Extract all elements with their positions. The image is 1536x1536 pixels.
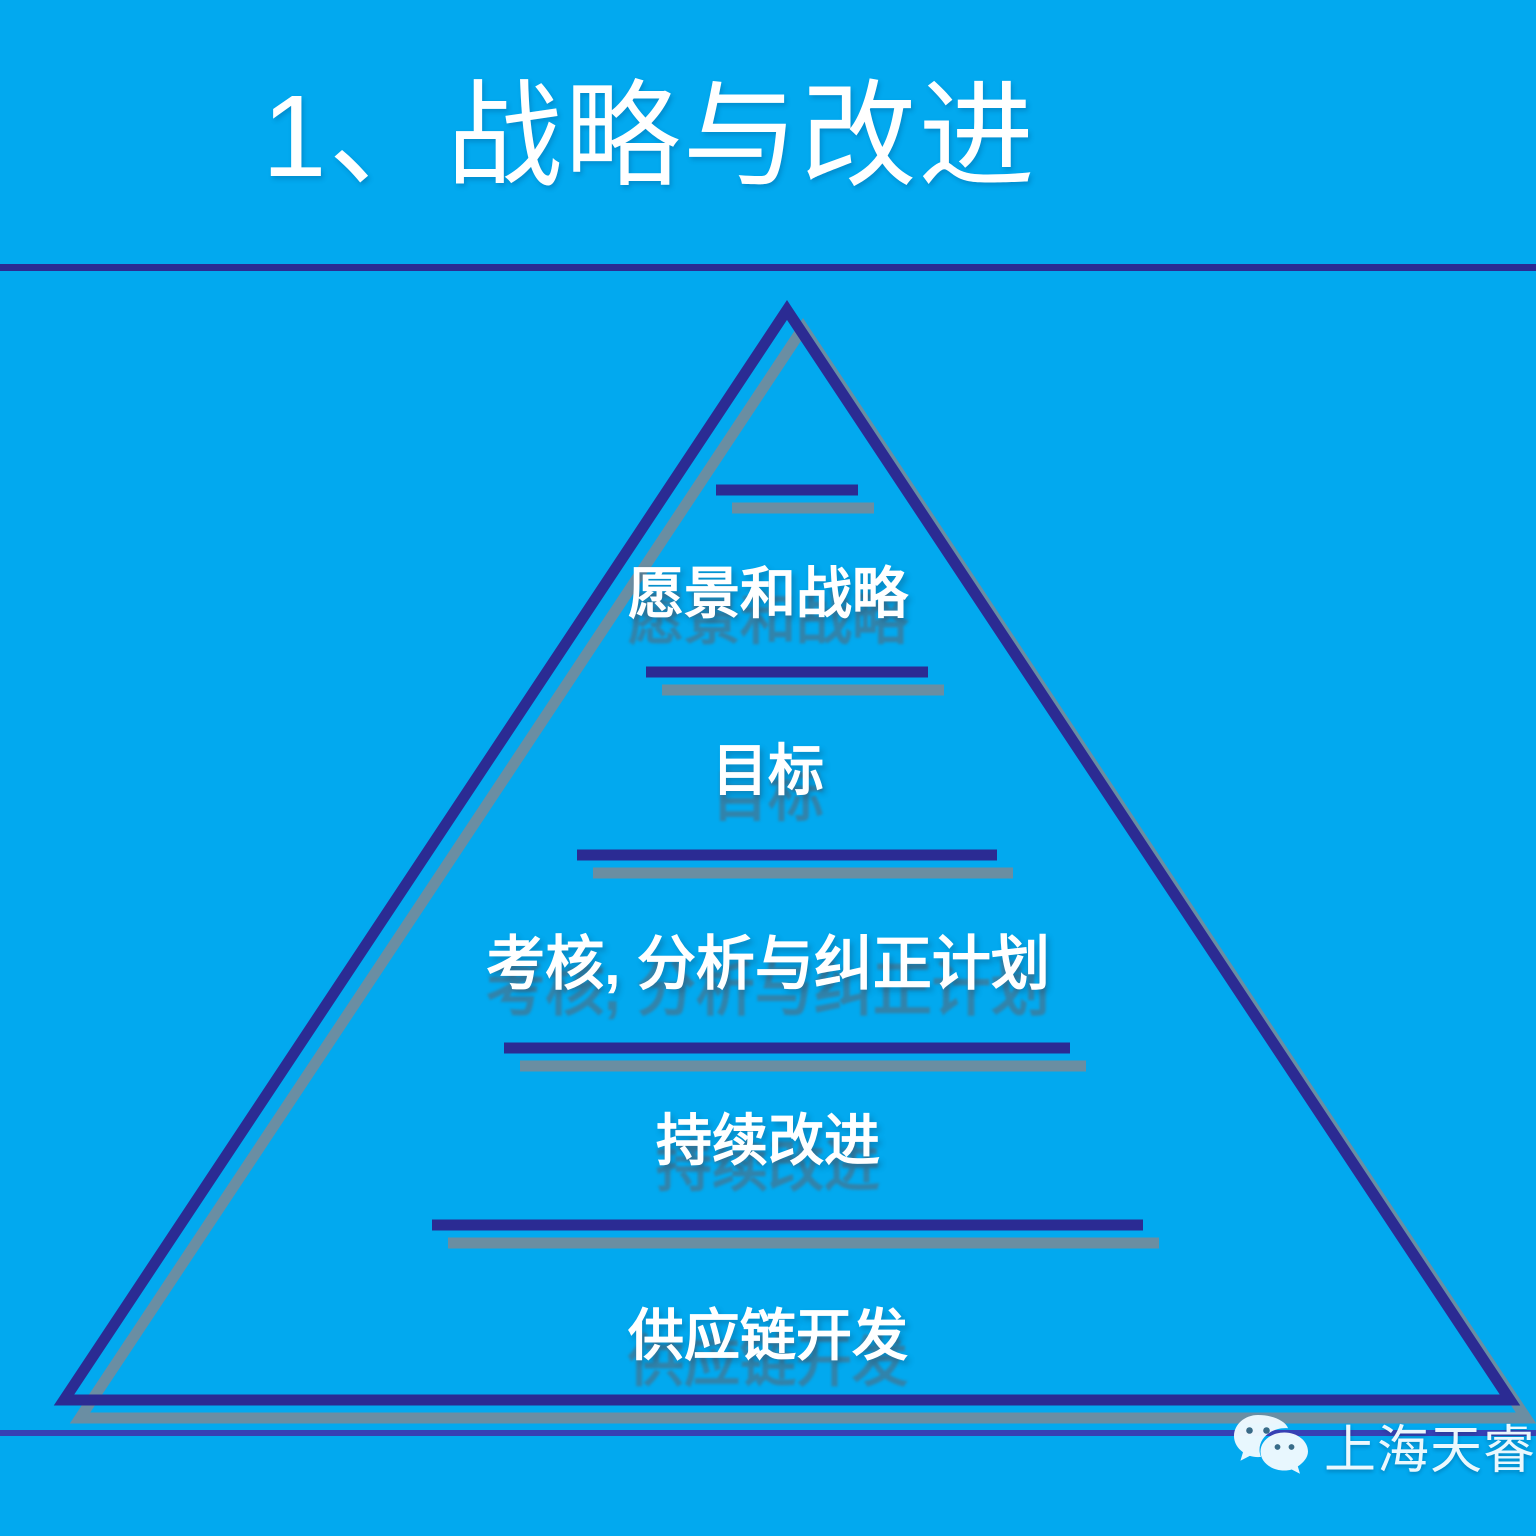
pyramid-outline [53, 300, 1521, 1406]
title-band: 1、战略与改进 [0, 0, 1536, 271]
title-divider [0, 264, 1536, 271]
wechat-icon [1232, 1413, 1310, 1479]
bottom-divider [0, 1430, 1536, 1436]
pyramid-shape [53, 300, 1536, 1424]
page-title: 1、战略与改进 [262, 71, 1037, 201]
pyramid-diagram: 愿景和战略 愿景和战略 目标 目标 考核, 分析与纠正计划 考核, 分析与纠正计… [0, 271, 1536, 1536]
watermark: 上海天睿 [1232, 1408, 1536, 1483]
watermark-text: 上海天睿 [1324, 1422, 1536, 1480]
